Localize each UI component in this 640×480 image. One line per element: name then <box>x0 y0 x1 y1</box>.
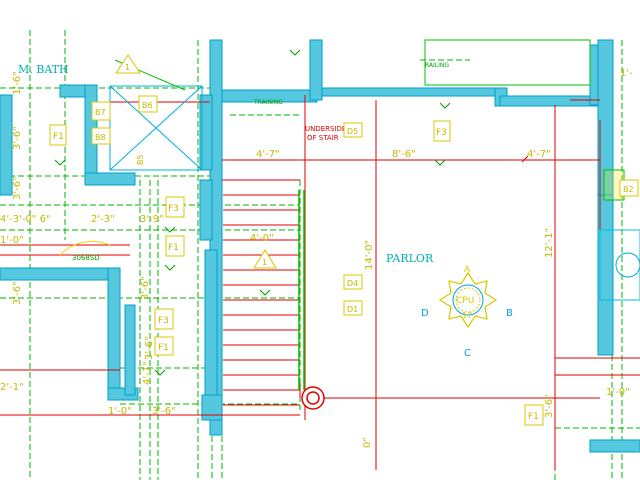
tag-d5: D5 <box>347 127 358 136</box>
tag-f1-hall: F1 <box>168 243 179 253</box>
tag-d1: D1 <box>347 305 358 314</box>
dim-3-0: 4'-3'-0" 6" <box>0 214 51 225</box>
tag-boxes <box>49 95 639 426</box>
dim-3-6-lower: 3'-6" <box>544 394 555 418</box>
dim-4-1: 4'-1" <box>142 361 153 385</box>
dim-3-6-v1: 3'-6" <box>144 336 155 360</box>
red-lines <box>0 95 640 470</box>
dimension-texts: 4'-7" 8'-6" 4'-7" 4'-0" 14'-0" 12'-1" 3'… <box>0 68 633 448</box>
dim-3-6-v5: 3'-6" <box>12 281 23 305</box>
cpu-symbol <box>438 271 498 329</box>
note-of-stair: OF STAIR <box>307 134 339 142</box>
dim-3-6-closet: 3'-6" <box>152 406 176 417</box>
note-railing: RAILING <box>425 62 449 69</box>
tag-f3-hall: F3 <box>168 204 179 214</box>
revision-tag-1: 1 <box>125 63 130 72</box>
dim-1-right: 1'- <box>620 68 633 79</box>
dim-4-7-left: 4'-7" <box>256 149 280 160</box>
tag-f1-bath: F1 <box>53 132 64 142</box>
fixtures <box>59 39 640 301</box>
tag-b2: B2 <box>623 185 634 194</box>
tag-f1-closet: F1 <box>158 343 169 353</box>
dim-3-6-v2: 3'-6" <box>12 126 23 150</box>
stair-stringer <box>298 190 325 410</box>
dim-8-6: 8'-6" <box>392 149 416 160</box>
dim-0: 0" <box>362 437 373 448</box>
dim-2-1: 2'-1" <box>0 382 24 393</box>
cpu-port-b: B <box>506 308 513 319</box>
dim-1-0-bottom: 1'-0" <box>108 406 132 417</box>
tag-b5: B5 <box>136 154 145 165</box>
revision-triangles <box>115 54 277 269</box>
tag-b7: B7 <box>95 108 106 117</box>
dim-3-6-v3: 3'-6" <box>140 276 151 300</box>
revision-tag-2: 1 <box>262 258 267 267</box>
cpu-label: CPU <box>456 296 474 306</box>
dim-1-0: 1'-0" <box>0 235 24 246</box>
dim-2-3: 2'-3" <box>91 214 115 225</box>
tag-f1-lower: F1 <box>528 412 539 422</box>
room-label-bath: M. BATH <box>18 63 69 76</box>
dim-1-6: 1'-6" <box>12 71 23 95</box>
dim-3-6-v4: 3'-6" <box>12 176 23 200</box>
tick-marks <box>54 49 451 376</box>
dim-14-0: 14'-0" <box>364 240 375 270</box>
note-door-code: 3068SD <box>72 254 100 262</box>
dim-12-1: 12'-1" <box>544 228 555 258</box>
note-train: TRAINING <box>253 99 283 106</box>
tag-b6: B6 <box>142 101 153 110</box>
dim-1-0-right: 1'-0" <box>606 387 630 398</box>
note-underside: UNDERSIDE <box>305 125 346 133</box>
tag-f3-closet: F3 <box>158 316 169 326</box>
dim-4-0-stair: 4'-0" <box>250 233 274 244</box>
cpu-port-c: C <box>464 348 471 359</box>
tag-b8: B8 <box>95 133 106 142</box>
walls <box>0 39 640 453</box>
dim-3-9: 3'-9" <box>140 214 164 225</box>
tag-f3-parlor: F3 <box>436 128 447 138</box>
cpu-port-a: A <box>464 265 471 275</box>
dim-4-7-right: 4'-7" <box>527 149 551 160</box>
cpu-number: 17 <box>462 311 472 320</box>
tag-d4: D4 <box>347 279 358 288</box>
room-label-parlor: PARLOR <box>386 252 434 265</box>
cpu-port-d: D <box>421 308 429 319</box>
